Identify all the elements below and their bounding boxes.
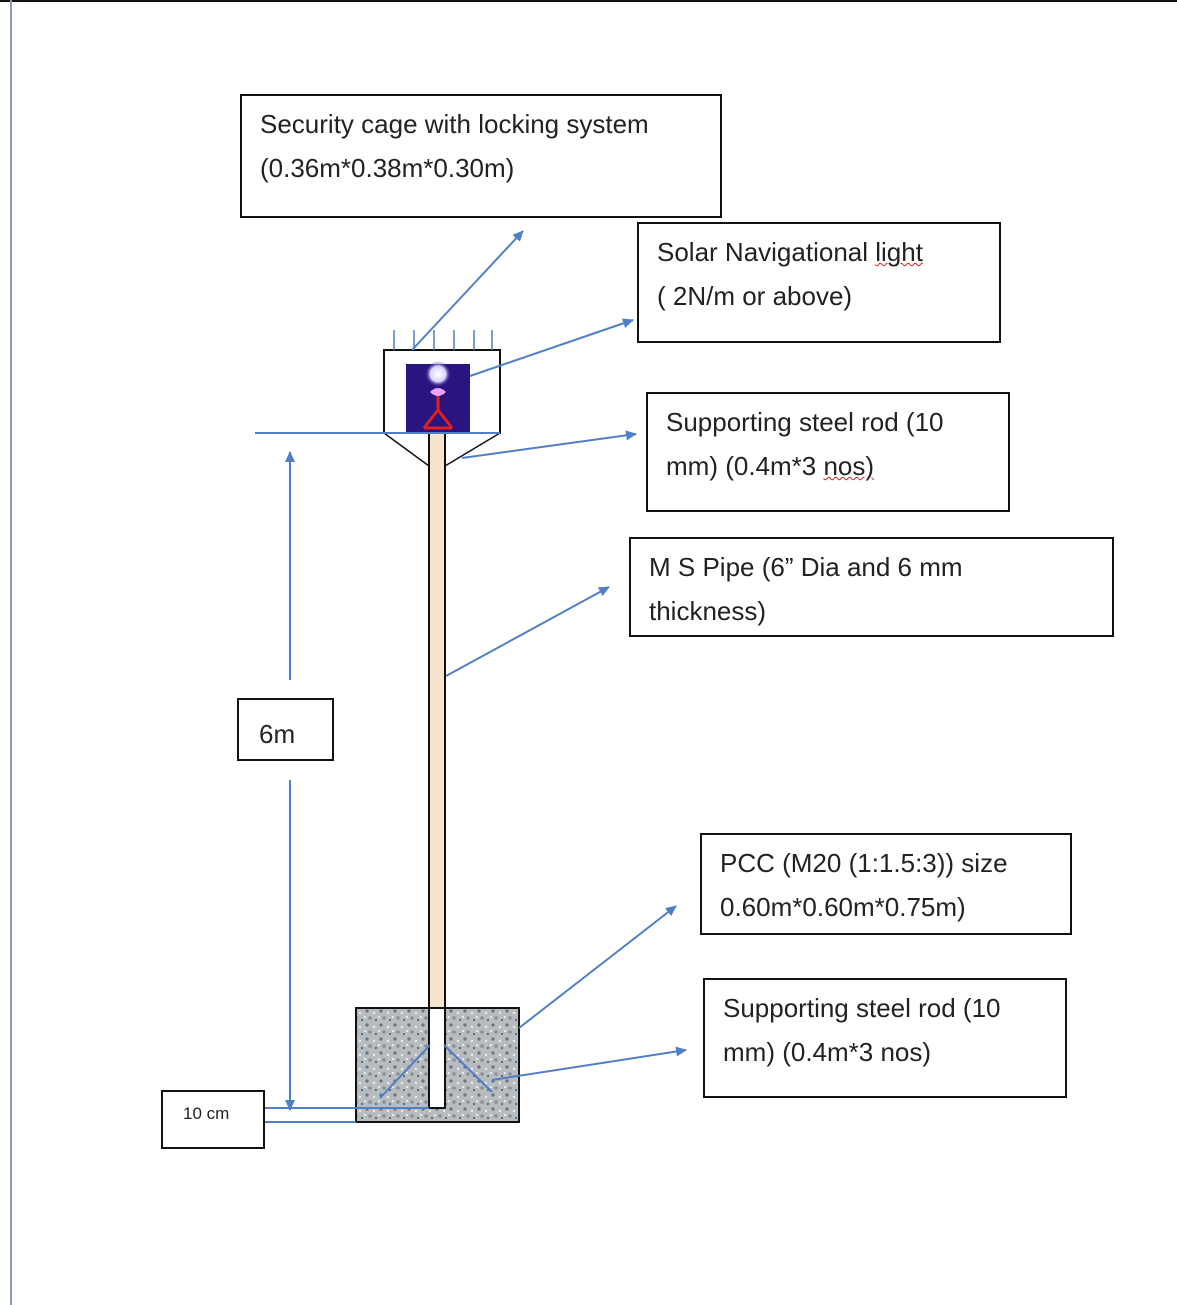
light-glow (425, 361, 451, 387)
foundation-rod-left (379, 1044, 431, 1099)
bracket-left (383, 432, 430, 467)
light-bulb (430, 388, 446, 396)
solar-light-label-line1-squiggle: light (875, 237, 923, 267)
solar-light-label-line2: ( 2N/m or above) (657, 281, 853, 311)
pcc-label: PCC (M20 (1:1.5:3)) size 0.60m*0.60m*0.7… (700, 833, 1072, 935)
solar-light-label-line1-text: Solar Navigational (657, 237, 876, 267)
arrow-steel-rod-bottom (491, 1046, 687, 1081)
ground-offset-value: 10 cm (183, 1104, 230, 1123)
height-dimension-label: 6m (237, 698, 334, 761)
solar-light-label: Solar Navigational light ( 2N/m or above… (637, 222, 1001, 343)
steel-rod-top-label: Supporting steel rod (10 mm) (0.4m*3 nos… (646, 392, 1010, 512)
height-dimension-value: 6m (259, 719, 296, 749)
steel-rod-bottom-label-line1: Supporting steel rod (10 (723, 993, 1001, 1023)
ground-offset-label: 10 cm (161, 1090, 265, 1149)
arrow-solar-light (469, 318, 634, 377)
bracket-right (444, 432, 501, 467)
arrow-steel-rod-top (461, 430, 637, 459)
arrow-ms-pipe (445, 586, 610, 677)
pipe-socket (428, 1007, 446, 1109)
ms-pipe (428, 431, 446, 1109)
page-left-margin-line (10, 0, 12, 1305)
steel-rod-top-label-line2-text: mm) (0.4m*3 (666, 451, 824, 481)
ms-pipe-label-line2: thickness) (649, 596, 767, 626)
solar-light-label-line1: Solar Navigational light (657, 230, 981, 274)
arrow-security-cage (411, 230, 524, 351)
security-cage-label-line2: (0.36m*0.38m*0.30m) (260, 153, 515, 183)
steel-rod-top-label-line2-squiggle: nos) (823, 451, 875, 481)
arrow-pcc (518, 905, 677, 1029)
steel-rod-top-label-line2: mm) (0.4m*3 nos) (666, 444, 990, 488)
pcc-label-line2: 0.60m*0.60m*0.75m) (720, 892, 966, 922)
ms-pipe-label-line1: M S Pipe (6” Dia and 6 mm (649, 552, 963, 582)
cage-bars (393, 330, 493, 350)
security-cage-label: Security cage with locking system (0.36m… (240, 94, 722, 218)
foundation-rod-right (443, 1044, 493, 1093)
light-flame (422, 395, 454, 430)
ms-pipe-label: M S Pipe (6” Dia and 6 mm thickness) (629, 537, 1114, 637)
steel-rod-bottom-label-line2: mm) (0.4m*3 nos) (723, 1037, 932, 1067)
pcc-label-line1: PCC (M20 (1:1.5:3)) size (720, 848, 1008, 878)
security-cage-label-line1: Security cage with locking system (260, 109, 649, 139)
steel-rod-bottom-label: Supporting steel rod (10 mm) (0.4m*3 nos… (703, 978, 1067, 1098)
page-top-border (0, 0, 1177, 2)
steel-rod-top-label-line1: Supporting steel rod (10 (666, 407, 944, 437)
